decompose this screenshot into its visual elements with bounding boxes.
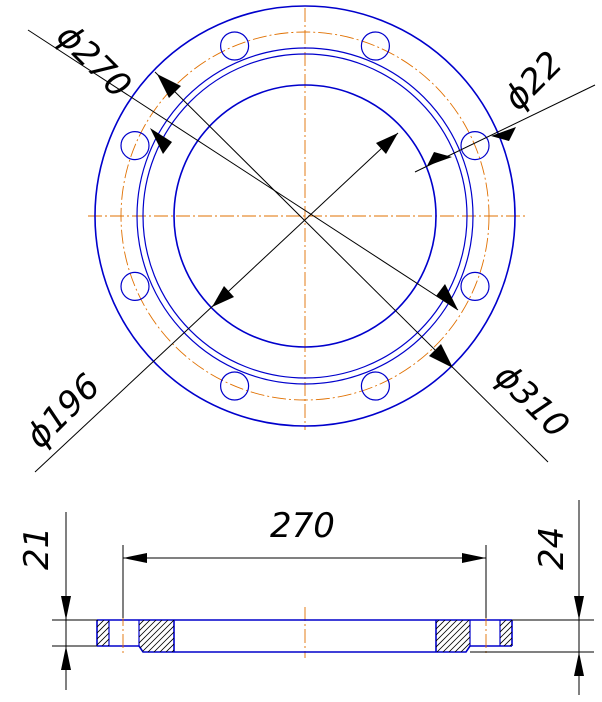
dim-thickness-right: 24: [470, 500, 594, 695]
dim-d196-label: ϕ196: [18, 366, 108, 456]
hatch-line: [475, 616, 515, 656]
bolt-hole: [220, 371, 250, 401]
hatch-line: [436, 620, 450, 652]
hatch-line: [97, 620, 99, 622]
hatch-line: [90, 616, 130, 656]
hatch-line: [462, 620, 470, 652]
hatch-line: [97, 626, 109, 640]
bore-circle: [173, 84, 437, 348]
plan-view: ϕ310 ϕ270 ϕ196 ϕ22: [18, 5, 596, 473]
hatch-line: [436, 620, 456, 652]
hatch-line: [139, 620, 149, 652]
section-view: 270 21 24: [17, 500, 594, 695]
bolt-hole: [220, 31, 250, 61]
bolt-hole: [360, 371, 390, 401]
hatch-line: [149, 620, 174, 652]
dim-thickness-left: 21: [17, 512, 97, 690]
hatch-line: [101, 638, 109, 646]
bolt-hole: [460, 131, 490, 161]
hatch-line: [500, 625, 512, 639]
bolt-holes: [120, 31, 490, 401]
hatch-line: [139, 620, 155, 652]
hatch-line: [139, 620, 161, 652]
hatch-line: [512, 616, 552, 656]
dim-d22-label: ϕ22: [496, 44, 571, 119]
hatch-left-edge: [50, 616, 144, 656]
hatch-line: [500, 631, 512, 645]
bolt-hole: [360, 31, 390, 61]
hatch-line: [436, 620, 462, 652]
hatch-line: [391, 616, 431, 656]
hatch-line: [518, 616, 558, 656]
hatch-right-body: [385, 616, 527, 656]
hatch-line: [456, 620, 470, 652]
raised-face-inner: [142, 53, 468, 379]
dim-width-label: 270: [270, 506, 335, 546]
hatch-line: [500, 620, 512, 633]
hatch-line: [444, 620, 470, 652]
dim-width: 270: [122, 506, 487, 618]
dim-d196: ϕ196: [18, 132, 399, 473]
hatch-line: [139, 620, 173, 652]
hatch-line: [97, 620, 105, 628]
hatch-line: [438, 620, 470, 652]
bolt-hole: [120, 271, 150, 301]
bolt-hole: [460, 271, 490, 301]
hatch-line: [161, 620, 174, 652]
hatch-line: [385, 616, 425, 656]
hatch-line: [524, 616, 564, 656]
outer-circle: [94, 5, 516, 427]
dim-d310-label: ϕ310: [487, 356, 577, 446]
hatch-line: [468, 620, 470, 652]
hatch-line: [192, 616, 232, 656]
hatch-line: [509, 643, 512, 646]
hatch-right-edge: [458, 616, 564, 656]
hatch-line: [139, 620, 174, 652]
hatch-line: [436, 620, 438, 652]
hatch-line: [180, 616, 220, 656]
hatch-line: [450, 620, 470, 652]
hatch-line: [186, 616, 226, 656]
hatch-line: [107, 644, 109, 646]
hatch-line: [173, 620, 174, 652]
hatch-line: [139, 620, 167, 652]
raised-face-outer: [136, 47, 474, 385]
hatch-line: [436, 620, 444, 652]
hatch-line: [481, 616, 521, 656]
hatch-line: [56, 616, 96, 656]
hatch-line: [104, 616, 144, 656]
hatch-left-body: [90, 616, 232, 656]
hatch-line: [436, 620, 468, 652]
dim-d270-label: ϕ270: [49, 16, 139, 106]
section-outline: [96, 612, 513, 654]
hatch-line: [458, 616, 498, 656]
hatch-line: [155, 620, 174, 652]
hatch-line: [143, 620, 174, 652]
hatch-line: [50, 616, 90, 656]
hatch-line: [487, 616, 527, 656]
dim-thickness-left-label: 21: [17, 527, 57, 570]
hatch-line: [436, 620, 470, 652]
bolt-circle: [120, 31, 490, 401]
dim-thickness-right-label: 24: [532, 527, 572, 570]
hatch-line: [97, 632, 109, 646]
bolt-hole: [120, 131, 150, 161]
hatch-line: [97, 620, 109, 634]
hatch-line: [500, 620, 507, 627]
